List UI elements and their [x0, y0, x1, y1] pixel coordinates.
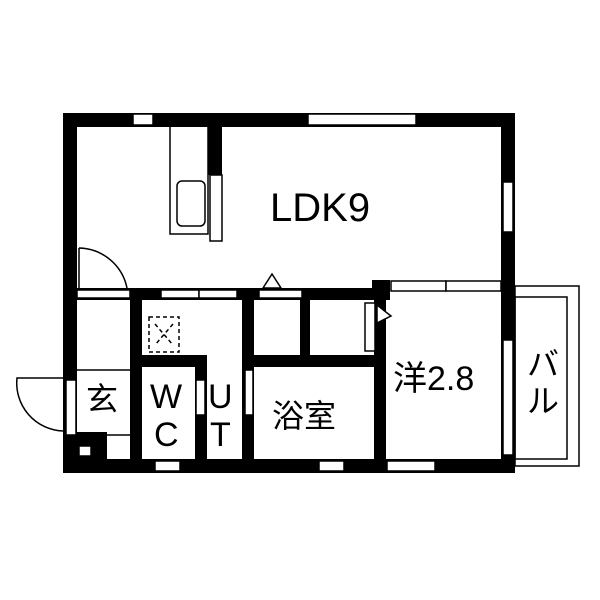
kitchen-counter — [169, 120, 223, 242]
room-label-balcony-bottom: ル — [527, 383, 560, 419]
room-label-balcony-top: バ — [527, 346, 560, 382]
windows — [65, 113, 514, 472]
room-label-western: 洋2.8 — [393, 360, 475, 398]
room-label-entrance: 玄 — [86, 381, 119, 417]
balcony-outline — [514, 285, 580, 467]
room-label-wc-top: W — [150, 378, 183, 416]
room-label-ut-bottom: T — [210, 416, 231, 454]
entrance-lines — [77, 369, 130, 436]
room-label-ut-top: U — [208, 378, 233, 416]
room-label-ldk: LDK9 — [270, 186, 371, 230]
room-label-bath: 浴室 — [272, 398, 337, 434]
closet-markers — [261, 272, 393, 325]
room-label-wc-bottom: C — [154, 416, 179, 454]
doors — [15, 247, 128, 432]
washer-pan-icon — [148, 316, 180, 353]
